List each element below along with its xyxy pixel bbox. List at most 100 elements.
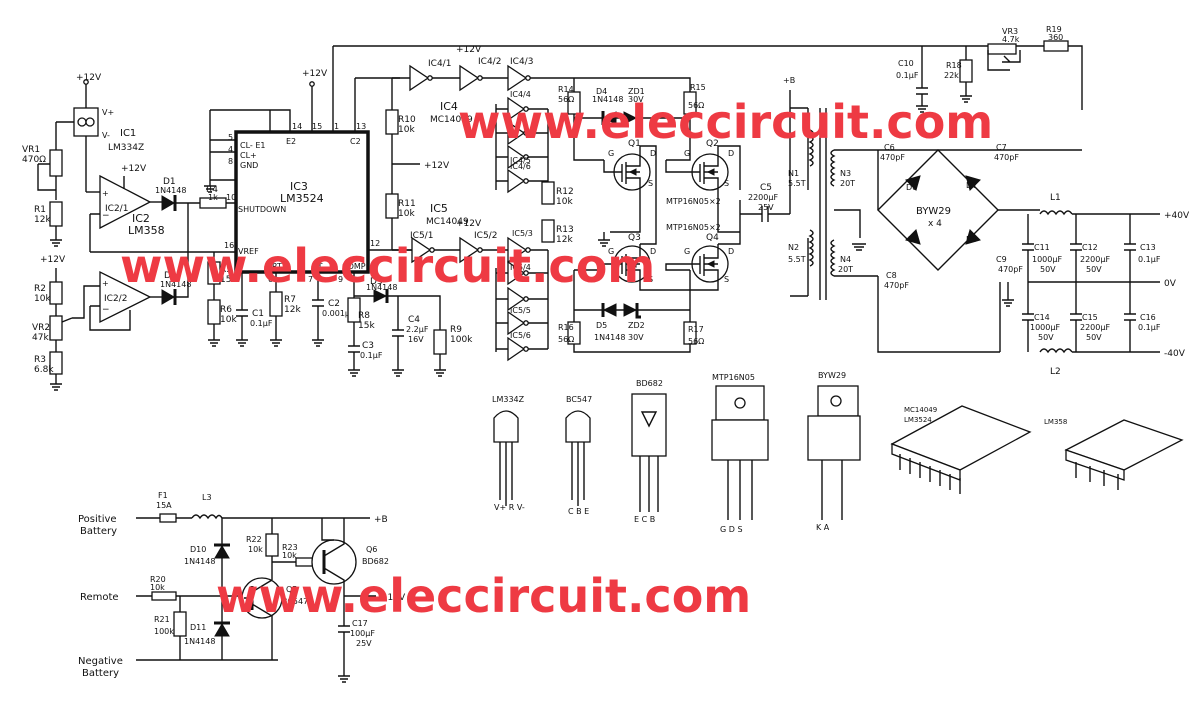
svg-text:D10: D10 bbox=[190, 545, 206, 554]
vr2-divider: +12V R2 10k VR2 47k R3 6.8k bbox=[32, 255, 100, 391]
svg-text:N4: N4 bbox=[840, 255, 851, 264]
svg-text:30V: 30V bbox=[628, 95, 644, 104]
svg-text:Positive: Positive bbox=[78, 514, 117, 525]
svg-text:IC2/2: IC2/2 bbox=[104, 294, 127, 304]
svg-text:LM358: LM358 bbox=[128, 224, 165, 237]
svg-text:1000µF: 1000µF bbox=[1030, 323, 1060, 332]
pkg-lm334z: LM334Z V+ R V- bbox=[492, 395, 525, 512]
svg-text:G: G bbox=[684, 149, 690, 158]
svg-text:R10: R10 bbox=[398, 115, 416, 125]
svg-text:C9: C9 bbox=[996, 255, 1007, 264]
svg-text:30V: 30V bbox=[628, 333, 644, 342]
svg-text:IC4/1: IC4/1 bbox=[428, 59, 451, 69]
svg-text:R23: R23 bbox=[282, 543, 298, 552]
svg-text:D: D bbox=[650, 247, 656, 256]
svg-text:+12V: +12V bbox=[40, 255, 66, 265]
svg-text:IC4/4: IC4/4 bbox=[510, 90, 531, 99]
svg-text:R8: R8 bbox=[358, 311, 370, 321]
svg-text:1N4148: 1N4148 bbox=[366, 283, 397, 292]
svg-text:MTP16N05×2: MTP16N05×2 bbox=[666, 223, 721, 232]
svg-text:IC5/2: IC5/2 bbox=[474, 231, 497, 241]
svg-text:0.1µF: 0.1µF bbox=[1138, 323, 1161, 332]
svg-text:0.1µF: 0.1µF bbox=[1138, 255, 1161, 264]
svg-text:13: 13 bbox=[356, 122, 366, 131]
svg-text:10k: 10k bbox=[282, 551, 297, 560]
ic1-supply-label: +12V bbox=[76, 73, 102, 83]
svg-text:D3: D3 bbox=[370, 277, 383, 287]
svg-text:D4: D4 bbox=[596, 87, 607, 96]
svg-text:360: 360 bbox=[1048, 33, 1063, 42]
svg-text:D: D bbox=[650, 149, 656, 158]
svg-text:VR3: VR3 bbox=[1002, 27, 1018, 36]
ic1-vplus-label: V+ bbox=[102, 108, 114, 117]
svg-text:10k: 10k bbox=[34, 294, 51, 304]
ic5-gates: IC5/1 +12V IC5/2 IC5/3 IC5 MC14049 IC5/4… bbox=[391, 202, 549, 362]
svg-text:L3: L3 bbox=[202, 493, 212, 502]
svg-text:Battery: Battery bbox=[80, 526, 117, 537]
svg-text:CL- E1: CL- E1 bbox=[240, 141, 265, 150]
svg-text:0.1µF: 0.1µF bbox=[896, 71, 919, 80]
svg-text:IC2: IC2 bbox=[132, 212, 150, 225]
pkg-dip8: LM358 bbox=[1044, 418, 1184, 490]
svg-text:Remote: Remote bbox=[80, 592, 119, 603]
svg-text:R21: R21 bbox=[154, 615, 170, 624]
svg-text:IC4/3: IC4/3 bbox=[510, 57, 533, 67]
svg-text:D8: D8 bbox=[908, 235, 919, 244]
svg-text:C10: C10 bbox=[898, 59, 914, 68]
svg-text:1: 1 bbox=[334, 122, 339, 131]
svg-text:470pF: 470pF bbox=[994, 153, 1019, 162]
r4-resistor: R4 1k bbox=[199, 185, 227, 209]
svg-text:C17: C17 bbox=[352, 619, 368, 628]
svg-text:C12: C12 bbox=[1082, 243, 1098, 252]
svg-text:22k: 22k bbox=[944, 71, 959, 80]
svg-text:S: S bbox=[724, 275, 729, 284]
svg-text:2200µF: 2200µF bbox=[1080, 323, 1110, 332]
svg-text:F1: F1 bbox=[158, 491, 168, 500]
svg-text:D1: D1 bbox=[163, 177, 176, 187]
ic3-body bbox=[234, 130, 370, 274]
svg-text:470pF: 470pF bbox=[880, 153, 905, 162]
svg-text:R9: R9 bbox=[450, 325, 462, 335]
svg-text:1N4148: 1N4148 bbox=[592, 95, 623, 104]
svg-text:+B: +B bbox=[783, 76, 795, 85]
svg-text:C6: C6 bbox=[884, 143, 895, 152]
svg-text:R16: R16 bbox=[558, 323, 574, 332]
svg-text:BD682: BD682 bbox=[636, 379, 663, 388]
svg-text:SHUTDOWN: SHUTDOWN bbox=[238, 205, 286, 214]
svg-text:D6: D6 bbox=[906, 183, 917, 192]
vr1-val: 470Ω bbox=[22, 155, 46, 165]
svg-text:R2: R2 bbox=[34, 284, 46, 294]
svg-text:K A: K A bbox=[816, 523, 830, 532]
svg-text:1N4148: 1N4148 bbox=[594, 333, 625, 342]
svg-text:L1: L1 bbox=[1050, 193, 1061, 203]
svg-text:R13: R13 bbox=[556, 225, 574, 235]
svg-text:C16: C16 bbox=[1140, 313, 1156, 322]
supply-terminal-icon bbox=[83, 79, 89, 85]
watermark-2: www.eleccircuit.com bbox=[120, 239, 655, 293]
svg-text:Q1: Q1 bbox=[628, 139, 641, 149]
svg-text:+40V: +40V bbox=[1164, 211, 1190, 221]
svg-text:-40V: -40V bbox=[1164, 349, 1186, 359]
svg-text:R11: R11 bbox=[398, 199, 416, 209]
svg-text:5.5T: 5.5T bbox=[788, 255, 806, 264]
svg-text:IC4/5: IC4/5 bbox=[510, 156, 531, 165]
svg-text:4: 4 bbox=[228, 145, 233, 154]
svg-text:ZD1: ZD1 bbox=[628, 87, 645, 96]
svg-text:C14: C14 bbox=[1034, 313, 1050, 322]
svg-text:C1: C1 bbox=[252, 309, 264, 319]
svg-text:Q4: Q4 bbox=[706, 233, 719, 243]
svg-text:R19: R19 bbox=[1046, 25, 1062, 34]
svg-text:IC4: IC4 bbox=[440, 100, 458, 113]
svg-text:VR2: VR2 bbox=[32, 323, 50, 333]
svg-text:IC4/2: IC4/2 bbox=[478, 57, 501, 67]
svg-text:10k: 10k bbox=[556, 197, 573, 207]
svg-text:10k: 10k bbox=[150, 583, 165, 592]
svg-text:S: S bbox=[648, 179, 653, 188]
pkg-dip16: MC14049 LM3524 bbox=[890, 405, 1032, 494]
svg-text:1N4148: 1N4148 bbox=[184, 557, 215, 566]
svg-text:+: + bbox=[102, 279, 109, 288]
svg-text:GND: GND bbox=[240, 161, 258, 170]
svg-text:E C B: E C B bbox=[634, 515, 655, 524]
svg-text:50V: 50V bbox=[1038, 333, 1054, 342]
